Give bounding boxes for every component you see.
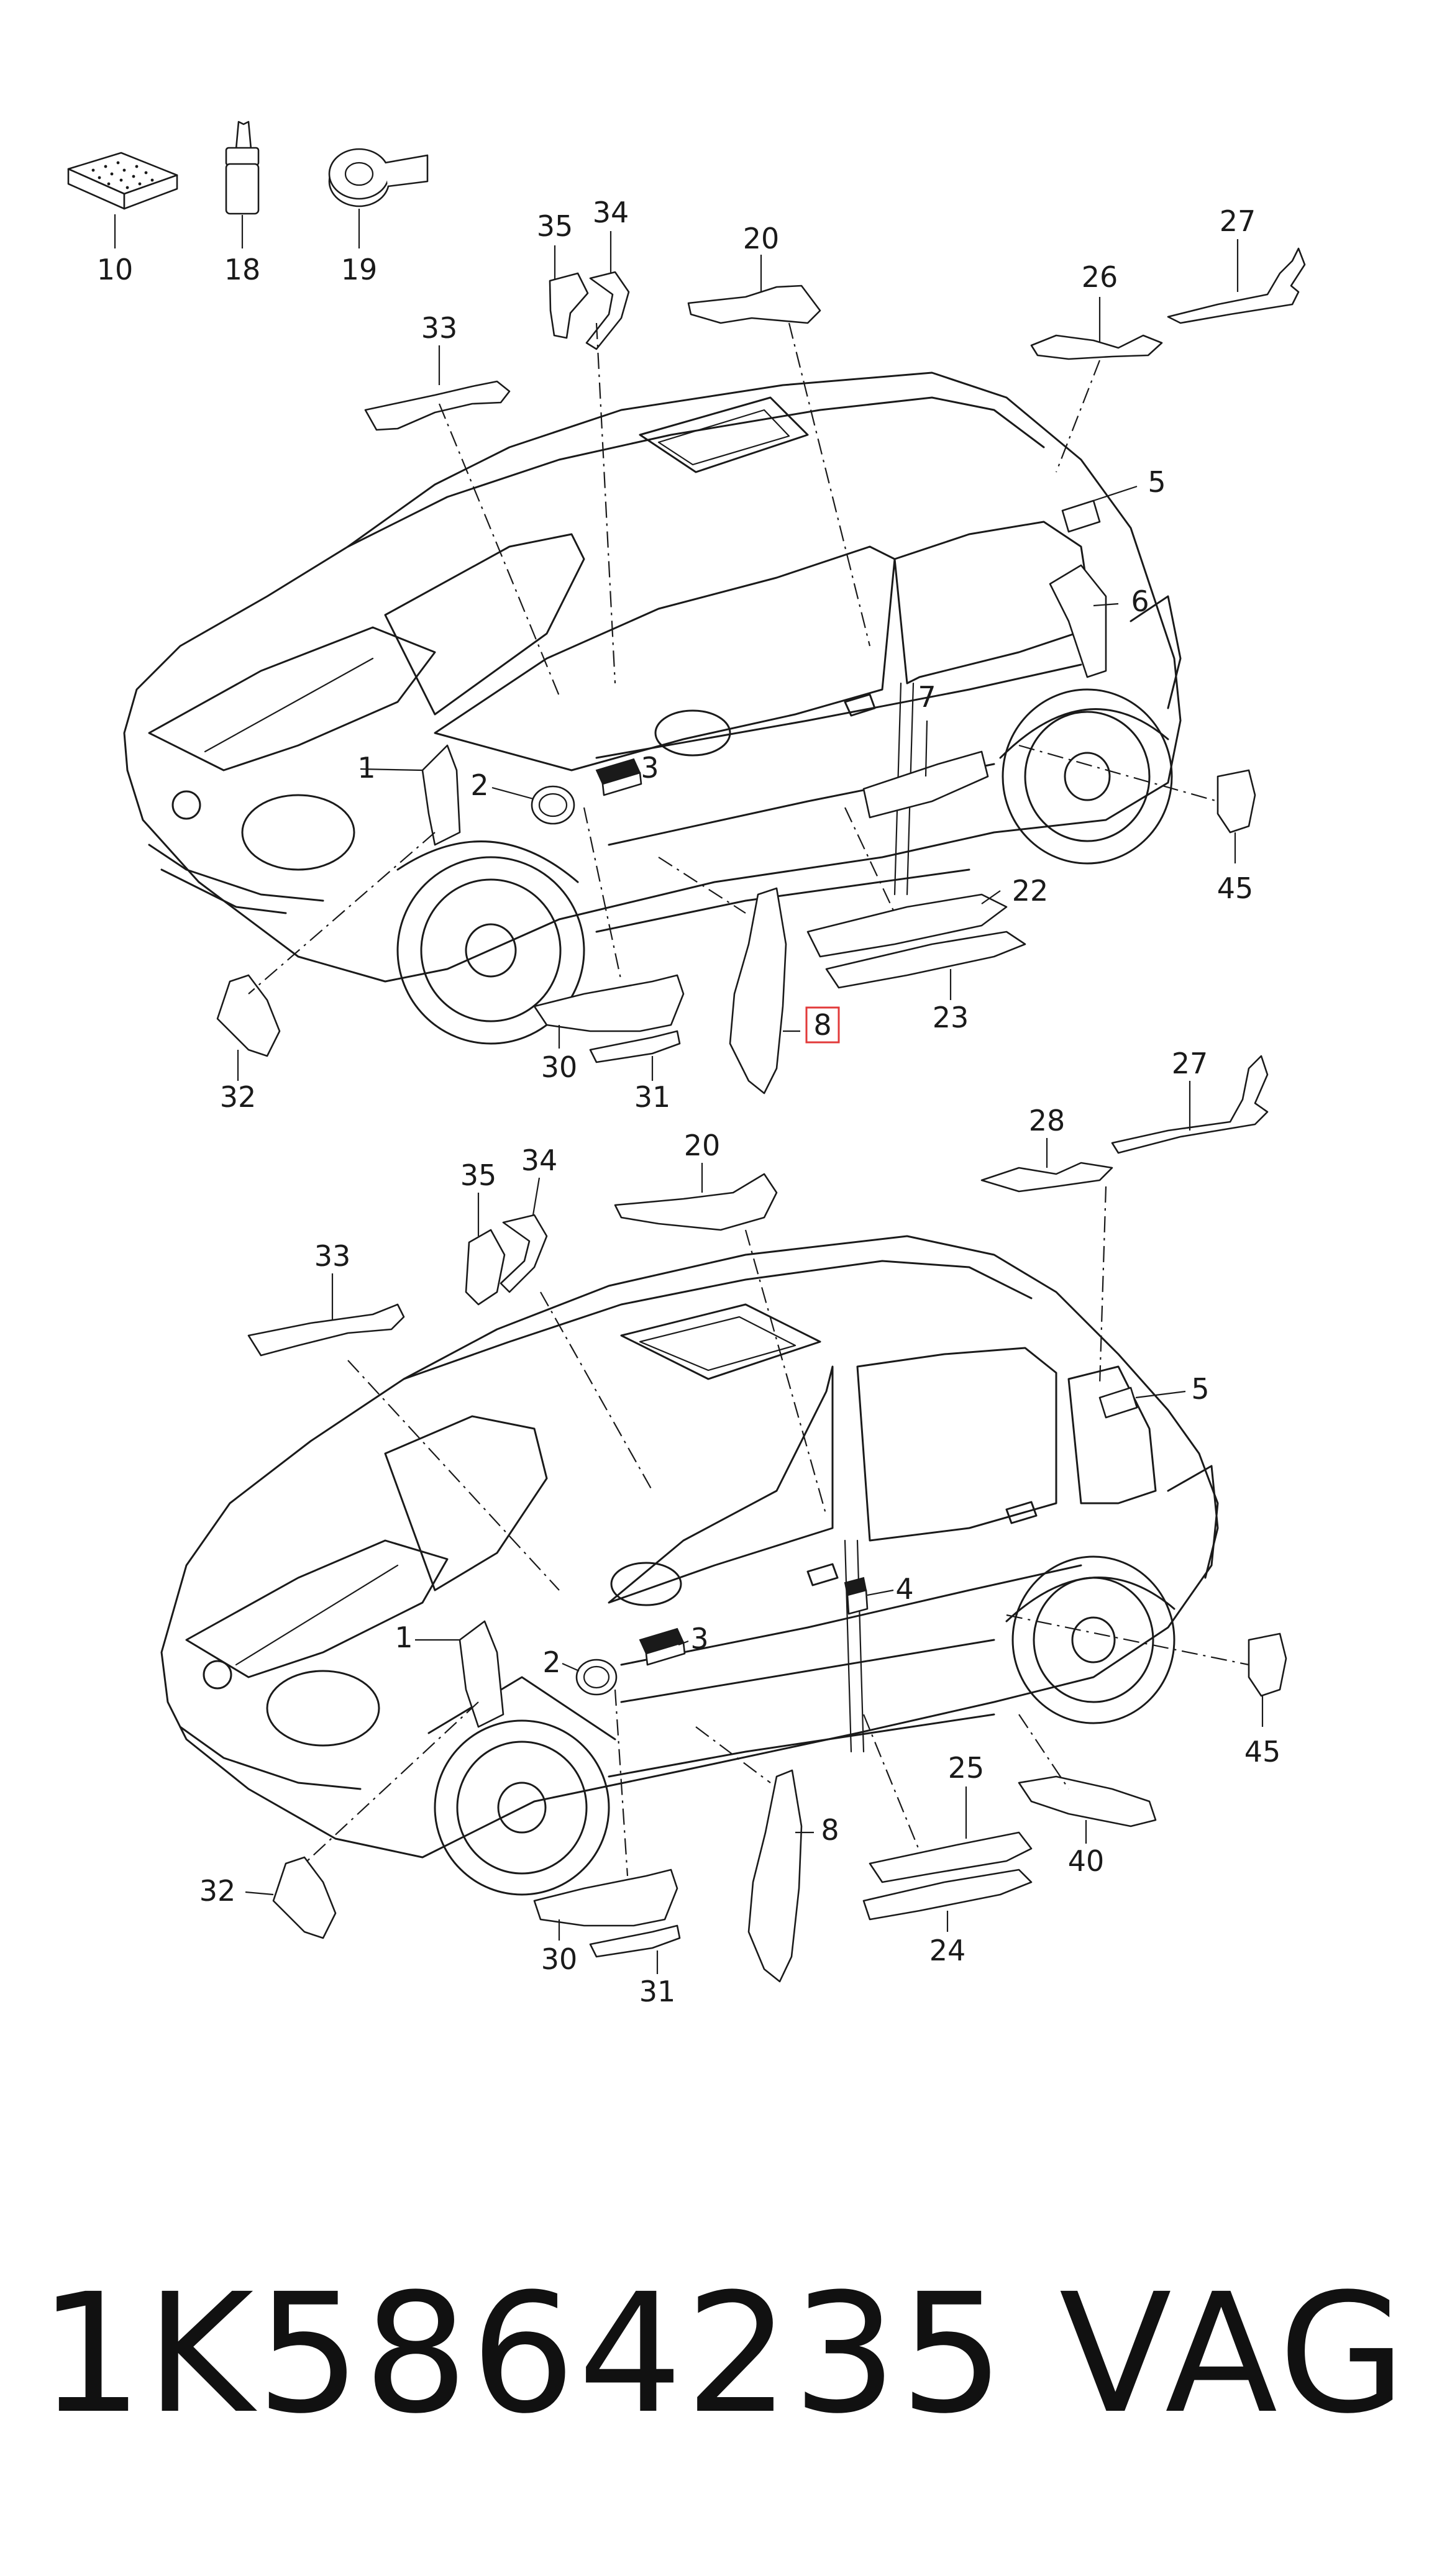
part-24	[862, 1868, 1033, 1921]
footer: 1K5864235 VAG	[0, 2261, 1447, 2447]
trim-part-20	[687, 284, 821, 324]
part-23	[825, 931, 1026, 989]
trim-part-35-b	[465, 1229, 506, 1306]
top-diagram: 10 18 19 35 34 20 26 27 33 5 6 1 2 3 7 4…	[67, 121, 1306, 1114]
part-5-top	[1061, 499, 1101, 533]
part-7-top	[862, 750, 989, 819]
callout-26: 26	[1082, 260, 1118, 294]
sound-pad-part-10	[67, 152, 178, 210]
callout-33-b: 33	[314, 1239, 351, 1273]
trim-part-33	[364, 380, 511, 431]
callout-30-b: 30	[541, 1942, 578, 1976]
callout-10: 10	[97, 253, 134, 286]
part-6-top	[1049, 564, 1107, 678]
part-5-bottom	[1098, 1386, 1138, 1419]
callout-2-b: 2	[542, 1645, 560, 1679]
trim-part-20-b	[614, 1173, 778, 1231]
callout-5-b: 5	[1191, 1372, 1209, 1406]
callout-35: 35	[537, 209, 573, 243]
callout-18: 18	[224, 253, 261, 286]
leaders-top	[114, 209, 1239, 1081]
callout-20: 20	[743, 222, 780, 255]
callout-28-b: 28	[1029, 1104, 1066, 1137]
callout-1: 1	[357, 751, 375, 785]
plug-part-2-bottom	[575, 1659, 618, 1696]
trim-part-34-b	[500, 1214, 548, 1293]
callout-20-b: 20	[684, 1129, 721, 1162]
trim-part-35	[549, 272, 589, 339]
part-1-bottom	[459, 1620, 504, 1728]
callout-45-b: 45	[1244, 1735, 1281, 1768]
callout-19: 19	[341, 253, 378, 286]
part-30-b	[533, 1868, 678, 1927]
part-22	[806, 893, 1008, 958]
callout-27: 27	[1220, 204, 1256, 238]
part-number: 1K5864235	[39, 2259, 1007, 2450]
part-4	[844, 1577, 869, 1615]
trim-part-33-b	[247, 1303, 405, 1357]
callout-22: 22	[1012, 874, 1049, 908]
callout-7: 7	[918, 680, 936, 714]
callout-23: 23	[933, 1001, 969, 1034]
plug-part-2-top	[531, 785, 575, 825]
callout-3-b: 3	[690, 1622, 708, 1655]
callout-34-b: 34	[521, 1144, 558, 1177]
part-31-b	[589, 1924, 681, 1958]
callouts-bottom: 28 27 20 35 34 33 5 1 2 3 4 45 8 25 40 2…	[199, 1047, 1281, 2008]
highlight-box	[805, 1006, 840, 1044]
part-40	[1018, 1775, 1157, 1827]
callout-1-b: 1	[395, 1621, 413, 1654]
callout-2: 2	[470, 768, 488, 802]
part-45-bottom	[1248, 1632, 1287, 1697]
part-8-bottom	[747, 1769, 803, 1983]
part-45-top	[1216, 769, 1256, 834]
callout-32: 32	[220, 1080, 257, 1114]
callout-31: 31	[634, 1080, 671, 1114]
callout-45: 45	[1217, 872, 1254, 905]
callout-33: 33	[421, 311, 458, 345]
callout-24: 24	[929, 1934, 966, 1967]
trim-part-27	[1167, 247, 1306, 324]
callout-25: 25	[948, 1751, 985, 1785]
sealant-bottle-part-18	[225, 121, 260, 215]
leaders-bottom	[245, 1081, 1264, 1974]
trim-part-27-b	[1111, 1055, 1269, 1154]
callout-6: 6	[1131, 585, 1149, 618]
callouts-top: 10 18 19 35 34 20 26 27 33 5 6 1 2 3 7 4…	[97, 196, 1256, 1114]
part-3-top	[595, 758, 642, 796]
trim-part-26	[1030, 334, 1163, 360]
callout-5: 5	[1148, 465, 1166, 499]
part-3-bottom	[639, 1627, 686, 1666]
part-30	[533, 974, 685, 1032]
callout-27-b: 27	[1172, 1047, 1208, 1080]
part-32-bottom	[272, 1856, 337, 1939]
part-32-top	[216, 974, 281, 1057]
trim-part-28	[980, 1162, 1113, 1193]
callout-35-b: 35	[460, 1158, 497, 1192]
part-1-top	[421, 744, 461, 846]
car-body-bottom	[160, 1235, 1219, 1896]
part-25	[869, 1831, 1033, 1883]
callout-8: 8	[813, 1008, 831, 1042]
callout-34: 34	[593, 196, 629, 229]
car-body-top	[123, 371, 1182, 1045]
callout-8-b: 8	[821, 1813, 839, 1847]
callout-40: 40	[1068, 1844, 1105, 1878]
callout-3: 3	[641, 751, 659, 785]
callout-4: 4	[895, 1572, 913, 1606]
part-8-top	[729, 887, 787, 1095]
tape-roll-part-19	[328, 148, 429, 207]
trim-part-34	[585, 271, 630, 350]
bottom-diagram: 28 27 20 35 34 33 5 1 2 3 4 45 8 25 40 2…	[160, 1047, 1287, 2008]
part-31	[589, 1030, 681, 1063]
callout-30: 30	[541, 1050, 578, 1084]
brand-label: VAG	[1059, 2259, 1410, 2450]
callout-31-b: 31	[639, 1975, 676, 2008]
callout-32-b: 32	[199, 1874, 236, 1908]
